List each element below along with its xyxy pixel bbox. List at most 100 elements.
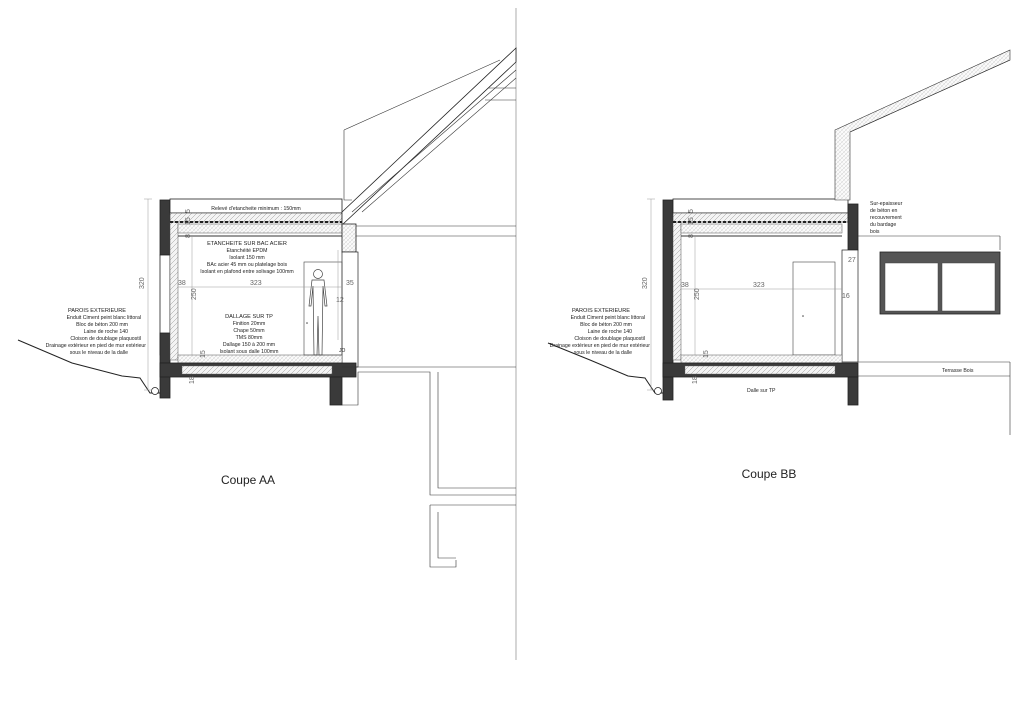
house-basement-aa bbox=[342, 371, 516, 496]
house-roof-line-aa bbox=[343, 59, 501, 131]
house-footing-inner-aa bbox=[437, 512, 456, 559]
dim-ceiling-a-bb: 8 bbox=[688, 234, 695, 238]
svg-text:PAROIS EXTERIEURE: PAROIS EXTERIEURE bbox=[572, 308, 630, 314]
svg-text:Enduit Ciment peint blanc litt: Enduit Ciment peint blanc littoral bbox=[67, 315, 141, 321]
svg-text:Drainage extérieur en pied de: Drainage extérieur en pied de mur extéri… bbox=[550, 343, 651, 349]
dim-height-inner-bb: 250 bbox=[694, 288, 701, 300]
releve-note-aa: Relevé d'etancheite minimum : 150mm bbox=[211, 206, 301, 212]
dim-height-total-bb: 320 bbox=[642, 277, 649, 289]
dim-width-inner-bb: 323 bbox=[753, 282, 765, 289]
dim-width-inner-aa: 323 bbox=[250, 280, 262, 287]
human-figure bbox=[308, 269, 328, 356]
parapet-bb bbox=[672, 198, 849, 214]
dim-step-bb: 16 bbox=[842, 293, 850, 300]
svg-text:Sur-epaisseur: Sur-epaisseur bbox=[870, 201, 903, 207]
footing-right-aa bbox=[329, 376, 343, 406]
dalle-label: Dalle sur TP bbox=[747, 388, 776, 394]
svg-text:Enduit Ciment peint blanc litt: Enduit Ciment peint blanc littoral bbox=[571, 315, 645, 321]
dimensions-aa bbox=[144, 198, 342, 391]
dim-wall-right-bb: 27 bbox=[848, 257, 856, 264]
house-gable-bb bbox=[834, 49, 1011, 201]
section-aa: JD 320 250 323 38 35 12 8 15 5 15 18 Rel… bbox=[17, 47, 517, 568]
house-roof-line-bb bbox=[849, 59, 1011, 133]
dim-ceiling-c-bb: 5 bbox=[688, 209, 695, 213]
dim-ceiling-b-aa: 15 bbox=[185, 217, 192, 225]
svg-text:DALLAGE SUR TP: DALLAGE SUR TP bbox=[225, 314, 273, 320]
underslab-insulation-bb bbox=[684, 365, 836, 375]
footing-right-bb bbox=[847, 376, 859, 406]
svg-text:BAc acier 45 mm ou platelage b: BAc acier 45 mm ou platelage bois bbox=[207, 262, 288, 268]
lintel-aa bbox=[341, 223, 357, 253]
svg-text:Cloison de doublage plaquostil: Cloison de doublage plaquostil bbox=[70, 336, 141, 342]
terrasse-label: Terrasse Bois bbox=[942, 368, 974, 374]
ceiling-insulation-bb bbox=[680, 223, 843, 234]
dim-wall-right-aa: 35 bbox=[346, 280, 354, 287]
svg-text:bois: bois bbox=[870, 229, 880, 235]
svg-text:PAROIS EXTERIEURE: PAROIS EXTERIEURE bbox=[68, 308, 126, 314]
window-pane-left-bb bbox=[884, 262, 939, 312]
roof-buildup-note: ETANCHEITE SUR BAC ACIER Etanchéité EPDM… bbox=[200, 241, 293, 275]
dim-ceiling-a-aa: 8 bbox=[185, 234, 192, 238]
section-bb: Terrasse Bois Dalle sur TP 320 250 323 3… bbox=[547, 49, 1011, 481]
svg-text:Bloc de béton 200 mm: Bloc de béton 200 mm bbox=[76, 322, 128, 328]
svg-text:Etanchéité EPDM: Etanchéité EPDM bbox=[227, 248, 268, 254]
drain-pipe-bb bbox=[654, 387, 662, 395]
wall-insulation-aa bbox=[169, 214, 179, 361]
svg-text:de béton en: de béton en bbox=[870, 208, 898, 214]
floor-buildup-note: DALLAGE SUR TP Finition 20mm Chape 50mm … bbox=[220, 314, 279, 355]
svg-text:recouvrement: recouvrement bbox=[870, 215, 902, 221]
roof-insulation-bb bbox=[672, 212, 849, 223]
svg-text:Finition 20mm: Finition 20mm bbox=[233, 321, 266, 327]
svg-text:TMS 80mm: TMS 80mm bbox=[236, 335, 263, 341]
door-handle-aa bbox=[306, 322, 308, 324]
ceiling-insulation-aa bbox=[177, 223, 343, 234]
dim-height-inner-aa: 250 bbox=[191, 288, 198, 300]
wall-left-base-aa bbox=[159, 332, 171, 364]
wall-buildup-note-aa: PAROIS EXTERIEURE Enduit Ciment peint bl… bbox=[46, 308, 147, 356]
dim-height-total-aa: 320 bbox=[139, 277, 146, 289]
svg-text:Isolant en plafond entre soliv: Isolant en plafond entre solivage 100mm bbox=[200, 269, 293, 275]
wall-insulation-bb bbox=[672, 214, 682, 361]
svg-text:Laine de roche 140: Laine de roche 140 bbox=[588, 329, 633, 335]
dim-wall-left-aa: 38 bbox=[178, 280, 186, 287]
door-handle-bb bbox=[802, 315, 804, 317]
svg-text:sous le niveau de la dalle: sous le niveau de la dalle bbox=[574, 350, 632, 356]
drain-pipe-aa bbox=[151, 387, 159, 395]
house-footing-aa bbox=[429, 505, 457, 568]
section-aa-title: Coupe AA bbox=[221, 473, 275, 487]
svg-text:Drainage extérieur en pied de: Drainage extérieur en pied de mur extéri… bbox=[46, 343, 147, 349]
svg-text:ETANCHEITE SUR BAC ACIER: ETANCHEITE SUR BAC ACIER bbox=[207, 241, 287, 247]
svg-text:Cloison de doublage plaquostil: Cloison de doublage plaquostil bbox=[574, 336, 645, 342]
svg-text:Isolant 150 mm: Isolant 150 mm bbox=[229, 255, 264, 261]
dim-opening-aa: 12 bbox=[336, 297, 344, 304]
main-roof-aa bbox=[341, 47, 517, 226]
wall-buildup-note-bb: PAROIS EXTERIEURE Enduit Ciment peint bl… bbox=[550, 308, 651, 356]
dim-ceiling-b-bb: 15 bbox=[688, 217, 695, 225]
svg-text:Chape 50mm: Chape 50mm bbox=[233, 328, 264, 334]
dim-floor-a-aa: 15 bbox=[200, 350, 207, 358]
dim-ceiling-c-aa: 5 bbox=[185, 209, 192, 213]
house-basement-inner-aa bbox=[437, 372, 516, 489]
section-bb-title: Coupe BB bbox=[742, 467, 797, 481]
window-pane-right-bb bbox=[941, 262, 996, 312]
wall-right-bb bbox=[841, 249, 859, 363]
underslab-insulation-aa bbox=[181, 365, 333, 375]
svg-text:sous le niveau de la dalle: sous le niveau de la dalle bbox=[70, 350, 128, 356]
door-tag-aa: JD bbox=[339, 348, 346, 354]
wall-left-top-aa bbox=[159, 199, 171, 256]
svg-text:du bardage: du bardage bbox=[870, 222, 896, 228]
roof-rafter-aa bbox=[351, 69, 517, 213]
dim-wall-left-bb: 38 bbox=[681, 282, 689, 289]
house-wall-upper-aa bbox=[343, 130, 352, 201]
dim-floor-a-bb: 15 bbox=[703, 350, 710, 358]
dimensions-bb bbox=[647, 198, 842, 391]
roof-insulation-aa bbox=[169, 212, 343, 223]
beton-overlay-bb bbox=[847, 203, 859, 251]
dim-floor-b-bb: 18 bbox=[692, 376, 699, 384]
dim-floor-b-aa: 18 bbox=[189, 376, 196, 384]
svg-text:Isolant sous dalle 100mm: Isolant sous dalle 100mm bbox=[220, 349, 279, 355]
door-bb bbox=[792, 261, 836, 356]
svg-text:Laine de roche 140: Laine de roche 140 bbox=[84, 329, 129, 335]
